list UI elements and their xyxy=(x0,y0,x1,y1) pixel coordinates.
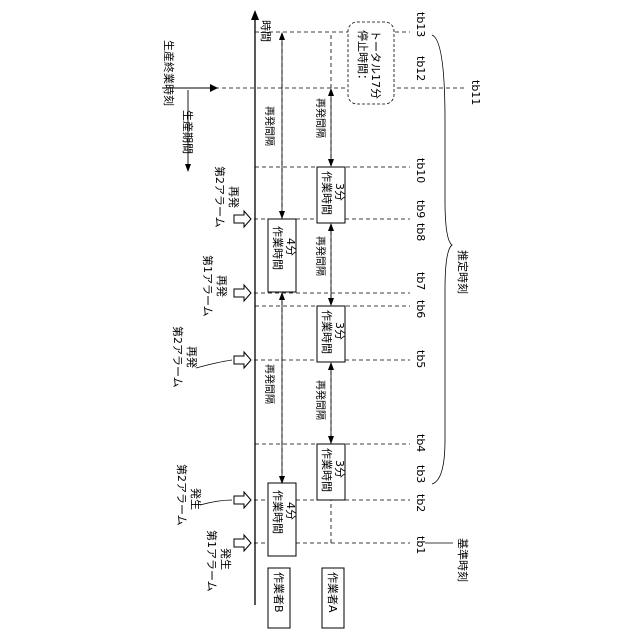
worker-b-interval-2-label: 再発間隔 xyxy=(263,106,276,146)
tick-label-tb6: tb6 xyxy=(414,300,427,318)
worker-b-interval-2-head-b xyxy=(279,32,285,40)
worker-b-task-1-line2: 4分 xyxy=(284,502,297,520)
worker-b-task-1-line1: 作業時間 xyxy=(271,490,284,534)
tick-label-tb4: tb4 xyxy=(414,434,427,452)
production-end-arrow xyxy=(210,84,218,92)
alarm-first-recur-line1: 第1アラーム xyxy=(201,255,215,317)
worker-a-interval-1-head-a xyxy=(328,436,334,444)
alarm-arrows xyxy=(234,211,251,551)
alarm-second-recur-2-line2: 再発 xyxy=(227,186,241,208)
worker-a-task-1-line1: 作業時間 xyxy=(320,448,333,492)
worker-a-task-2-line2: 3分 xyxy=(333,322,346,340)
alarm-second-occur-leader xyxy=(200,500,232,505)
worker-b-task-2-line1: 作業時間 xyxy=(271,226,284,270)
tick-label-tb13: tb13 xyxy=(414,12,427,37)
worker-b-task-2-line2: 4分 xyxy=(284,238,297,256)
alarm-second-recur-line1: 第2アラーム xyxy=(171,326,185,388)
alarm-arrow-tb7 xyxy=(234,285,251,301)
time-axis-arrow xyxy=(251,10,259,20)
alarm-first-recur-line2: 再発 xyxy=(215,275,229,297)
alarm-second-recur-leader xyxy=(196,360,232,368)
worker-a-task-3-line1: 作業時間 xyxy=(320,171,333,215)
tick-label-tb12: tb12 xyxy=(414,56,427,81)
worker-a-interval-arrows xyxy=(328,88,334,444)
production-period-label: 生産期間 xyxy=(181,110,195,154)
worker-a-interval-3-head-b xyxy=(328,88,334,96)
tick-label-tb3: tb3 xyxy=(414,465,427,483)
tick-label-tb5: tb5 xyxy=(414,350,427,368)
worker-a-interval-2-head-a xyxy=(328,298,334,306)
worker-a-interval-3-label: 再発間隔 xyxy=(314,98,327,138)
alarm-first-occur-line2: 発生 xyxy=(219,548,233,570)
production-period-head xyxy=(185,164,191,172)
worker-b-interval-1-label: 再発間隔 xyxy=(263,364,276,404)
tick-label-tb7: tb7 xyxy=(414,272,427,290)
alarm-first-occur-line1: 第1アラーム xyxy=(205,530,219,592)
worker-a-interval-1-head-b xyxy=(328,362,334,370)
alarm-arrow-tb8 xyxy=(234,211,251,227)
production-end-label: 生産終業時刻 xyxy=(162,40,176,106)
worker-b-label: 作業者B xyxy=(272,572,285,613)
tick-label-tb11: tb11 xyxy=(469,80,482,105)
worker-a-task-2-line1: 作業時間 xyxy=(320,310,333,354)
tick-label-tb1: tb1 xyxy=(414,536,427,554)
worker-b-interval-2-head-a xyxy=(279,211,285,219)
alarm-second-recur-2-line1: 第2アラーム xyxy=(213,166,227,228)
tick-label-tb8: tb8 xyxy=(414,223,427,241)
worker-a-interval-3-head-a xyxy=(328,159,334,167)
worker-a-label: 作業者A xyxy=(326,572,339,613)
estimated-time-label: 推定時刻 xyxy=(456,250,470,294)
alarm-arrow-tb2 xyxy=(234,492,251,508)
alarm-arrow-tb5 xyxy=(234,352,251,368)
worker-a-interval-2-head-b xyxy=(328,223,334,231)
stop-time-line2: トータル17分 xyxy=(369,30,382,99)
reference-time-label: 基準時刻 xyxy=(456,538,470,582)
tick-label-tb2: tb2 xyxy=(414,494,427,512)
tick-label-tb10: tb10 xyxy=(414,158,427,183)
alarm-second-recur-line2: 再発 xyxy=(185,346,199,368)
tick-label-tb9: tb9 xyxy=(414,200,427,218)
alarm-arrow-tb1 xyxy=(234,535,251,551)
worker-a-interval-1-label: 再発間隔 xyxy=(314,380,327,420)
alarm-second-occur-line1: 第2アラーム xyxy=(175,464,189,526)
worker-a-interval-2-label: 再発間隔 xyxy=(314,236,327,276)
stop-time-line1: 停止時間： xyxy=(356,30,370,85)
estimated-time-bracket xyxy=(432,35,452,484)
alarm-second-occur-line2: 発生 xyxy=(189,488,203,510)
worker-a-task-1-line2: 3分 xyxy=(333,460,346,478)
worker-a-task-3-line2: 3分 xyxy=(333,183,346,201)
time-axis-label: 時間 xyxy=(259,20,272,42)
